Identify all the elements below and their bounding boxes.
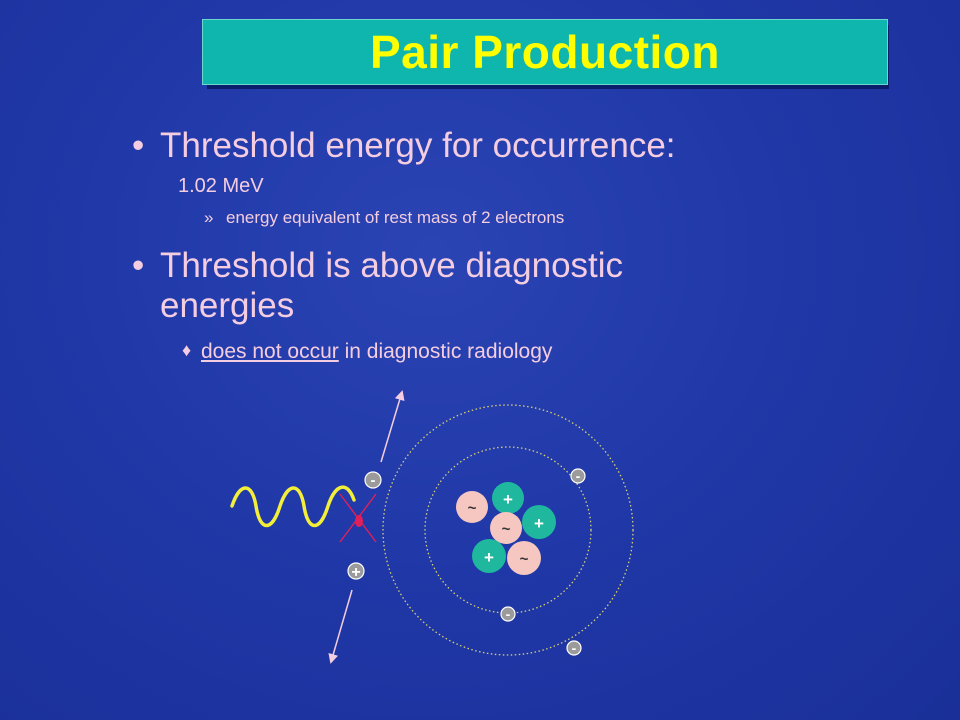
created-electron: - [364, 471, 382, 489]
proton: + [522, 505, 556, 539]
interaction-point [355, 515, 363, 527]
neutron: ~ [456, 491, 488, 523]
sub-bullet-diagnostic: ♦ does not occur in diagnostic radiology [182, 340, 553, 364]
orbital-electron: - [500, 606, 516, 622]
neutron: ~ [490, 512, 522, 544]
nucleus: ~ + + ~ + ~ [456, 482, 556, 575]
orbital-electron-label: - [576, 468, 581, 484]
proton: + [492, 482, 524, 514]
inner-orbit [424, 446, 592, 614]
proton-label: + [484, 548, 494, 567]
bullet-text: Threshold energy for occurrence: [160, 126, 676, 165]
photon-wave [230, 485, 356, 528]
sub-sub-bullet-rest-mass: » energy equivalent of rest mass of 2 el… [204, 208, 565, 228]
orbital-electron-label: - [572, 640, 577, 656]
page-title: Pair Production [370, 26, 720, 78]
bullet-dot: • [132, 126, 145, 165]
outer-orbit [382, 404, 634, 656]
neutron-label: ~ [468, 500, 477, 517]
bullet-text-line1: Threshold is above diagnostic [160, 246, 624, 285]
sub-bullet-energy-value: 1.02 MeV [178, 175, 264, 197]
proton-label: + [534, 514, 544, 533]
raquo-marker: » [204, 208, 214, 227]
underlined-text: does not occur [201, 340, 339, 363]
proton-label: + [503, 490, 513, 509]
proton: + [472, 539, 506, 573]
positron-label: + [351, 564, 360, 581]
neutron-label: ~ [520, 551, 529, 568]
bullet-threshold-above: • Threshold is above diagnostic energies [132, 246, 624, 326]
electron-arrow [380, 390, 405, 463]
title-box: Pair Production [202, 19, 888, 85]
orbital-electron: - [566, 640, 582, 656]
diamond-marker: ♦ [182, 340, 192, 360]
bullet-threshold-energy: • Threshold energy for occurrence: [132, 126, 676, 166]
orbital-electron-label: - [506, 606, 511, 622]
neutron: ~ [507, 541, 541, 575]
bullet-dot: • [132, 246, 145, 285]
electron-label: - [371, 472, 376, 489]
sub-bullet-rest-text: in diagnostic radiology [338, 340, 553, 363]
positron-arrow [328, 589, 353, 664]
neutron-label: ~ [502, 521, 511, 538]
orbital-electron: - [570, 468, 586, 484]
sub-sub-bullet-text: energy equivalent of rest mass of 2 elec… [226, 208, 565, 227]
created-positron: + [347, 562, 365, 581]
bullet-text-line2: energies [160, 286, 295, 325]
